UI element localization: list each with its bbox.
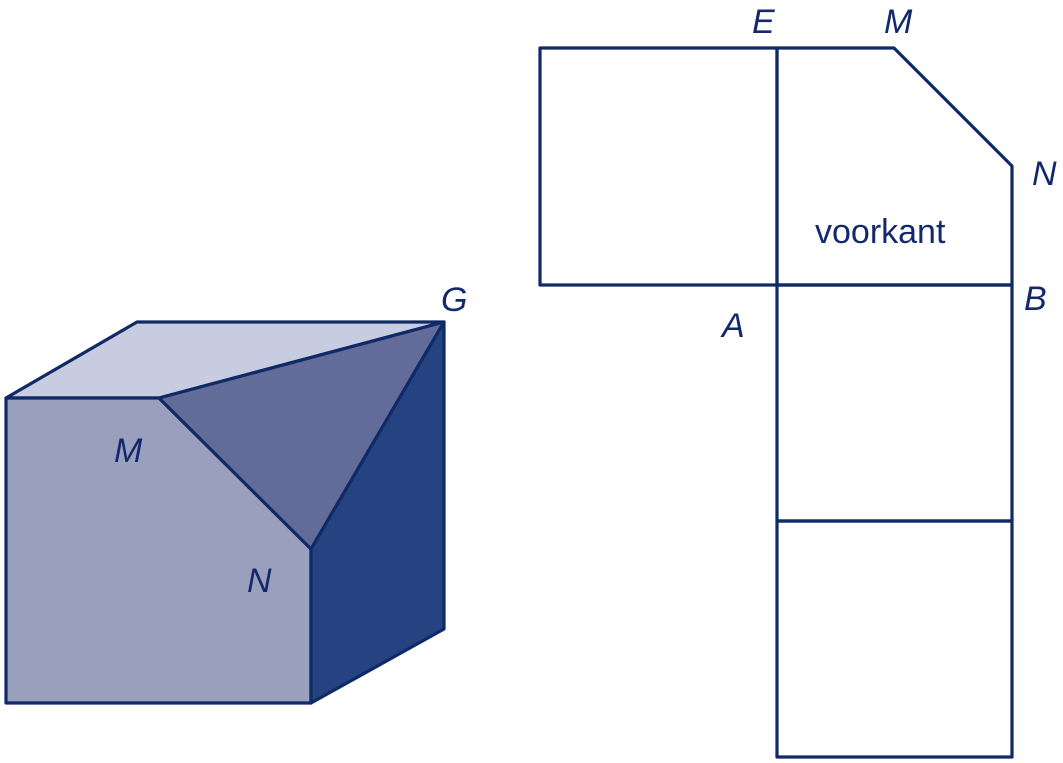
net-label-e: E — [752, 3, 775, 41]
truncated-cube: G M N — [4, 281, 467, 705]
net-label-b: B — [1024, 280, 1047, 318]
net-left-face — [538, 46, 779, 287]
cube-label-m: M — [114, 432, 143, 470]
net-label-m: M — [884, 3, 913, 41]
cube-net: E M N A B voorkant — [538, 3, 1057, 759]
net-front-face — [775, 46, 1014, 287]
net-face-label-voorkant: voorkant — [815, 213, 946, 251]
cube-label-n: N — [247, 562, 272, 600]
cube-side-face — [309, 320, 446, 705]
net-label-a: A — [720, 307, 745, 345]
net-back-face — [775, 519, 1014, 759]
net-bottom-face — [775, 283, 1014, 523]
net-label-n: N — [1032, 155, 1057, 193]
cube-label-g: G — [441, 281, 467, 319]
